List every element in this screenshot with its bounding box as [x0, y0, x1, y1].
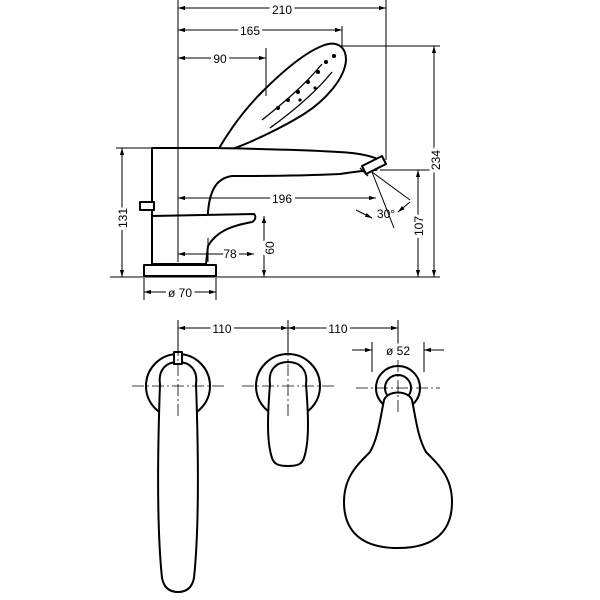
angle-indicator: 30°: [355, 171, 411, 229]
dim-lever-offset: 90: [213, 52, 227, 66]
mixer-lever: [151, 213, 257, 265]
dim-total-height: 234: [429, 150, 443, 170]
hand-shower: [217, 42, 347, 152]
side-view: 210 165 90 196 78 ø 70 131 60 107 234: [110, 0, 446, 303]
diverter-button: [139, 201, 155, 211]
handshower-plan: [343, 365, 453, 549]
dim-flange-diameter: ø 70: [168, 286, 192, 300]
dim-outlet-diameter: ø 52: [386, 344, 410, 358]
plan-view: 110 110 ø 52: [132, 319, 453, 593]
spout-body: [151, 147, 387, 217]
dim-body-height: 131: [116, 208, 130, 228]
dim-spout-reach: 196: [272, 192, 292, 206]
dim-spacing-left: 110: [212, 322, 231, 336]
dim-lever-height: 60: [263, 241, 277, 255]
dim-lever-reach: 78: [223, 247, 237, 261]
dim-spacing-right: 110: [328, 322, 347, 336]
dim-angle: 30°: [377, 207, 395, 221]
base-flange: [143, 264, 217, 277]
dim-total-width: 210: [272, 3, 292, 17]
dim-handshower-offset: 165: [240, 24, 260, 38]
dim-spout-height: 107: [412, 216, 426, 236]
